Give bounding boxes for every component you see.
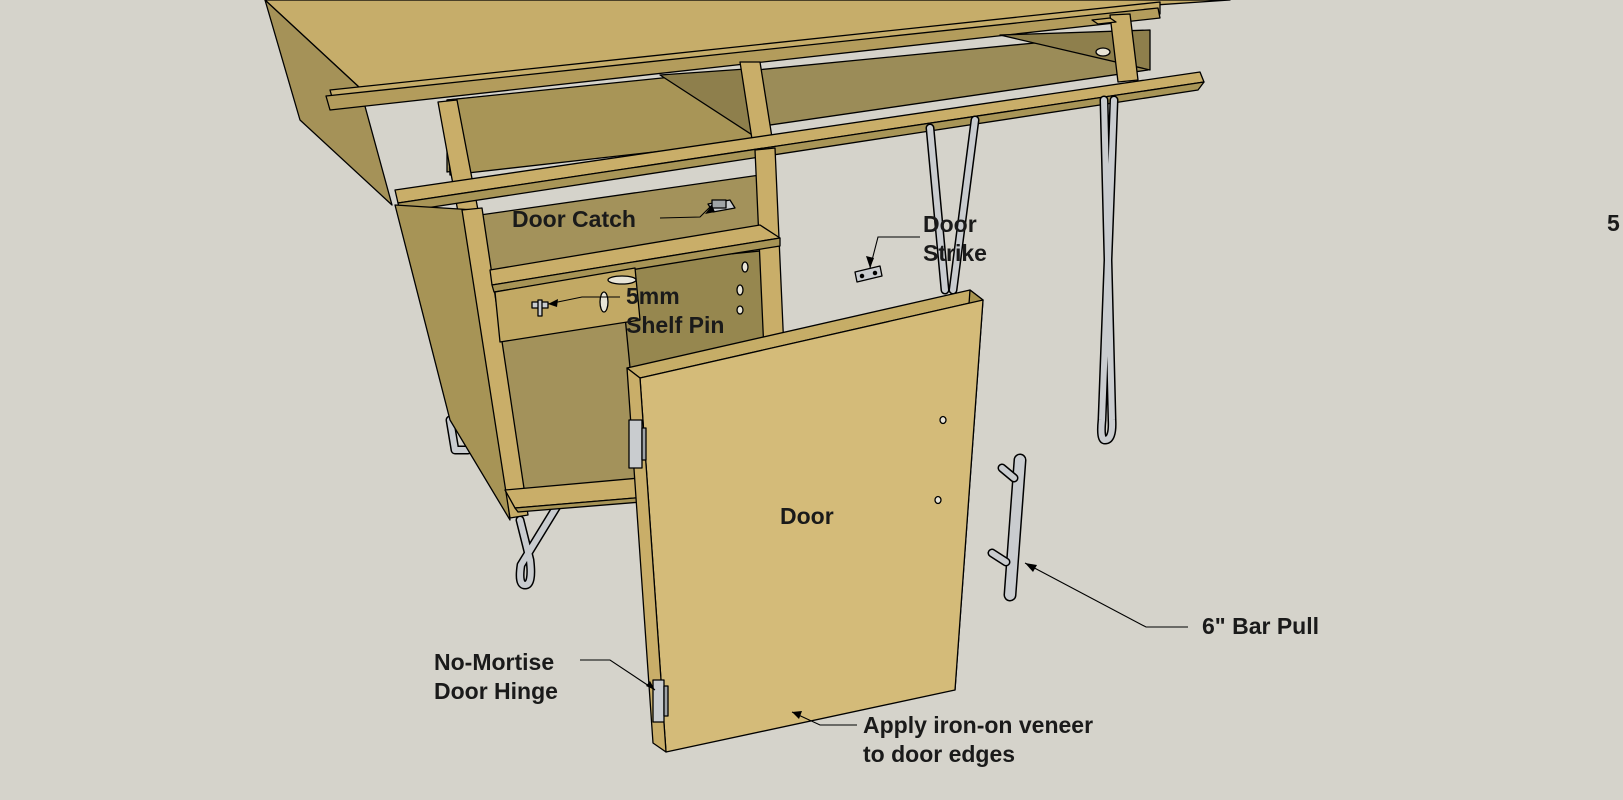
label-veneer: Apply iron-on veneer to door edges (863, 711, 1093, 769)
label-hinge-line1: No-Mortise (434, 649, 555, 675)
label-door-strike-line2: Strike (923, 240, 987, 266)
door-panel (626, 289, 984, 753)
shelf-pin-part (531, 299, 549, 317)
leader-lines (547, 204, 1188, 726)
label-door-catch: Door Catch (512, 206, 636, 232)
label-shelf-pin-line2: Shelf Pin (626, 312, 725, 338)
label-veneer-line2: to door edges (863, 741, 1016, 767)
leader-arrowheads (548, 205, 1037, 719)
label-veneer-line1: Apply iron-on veneer (863, 712, 1094, 738)
label-bar-pull: 6" Bar Pull (1202, 613, 1319, 639)
label-door: Door (780, 503, 834, 529)
hairpin-legs (445, 95, 1119, 590)
desk-top (264, 0, 1231, 206)
door-strike-part (854, 265, 883, 283)
label-door-strike-line1: Door (923, 211, 977, 237)
door-hinges (628, 419, 669, 723)
label-hinge: No-Mortise Door Hinge (434, 648, 558, 706)
label-door-strike: Door Strike (923, 210, 987, 268)
label-shelf-pin: 5mm Shelf Pin (626, 282, 724, 340)
label-hinge-line2: Door Hinge (434, 678, 558, 704)
page-number: 5 (1607, 210, 1620, 236)
bar-pull-part (987, 453, 1027, 602)
label-shelf-pin-line1: 5mm (626, 283, 680, 309)
